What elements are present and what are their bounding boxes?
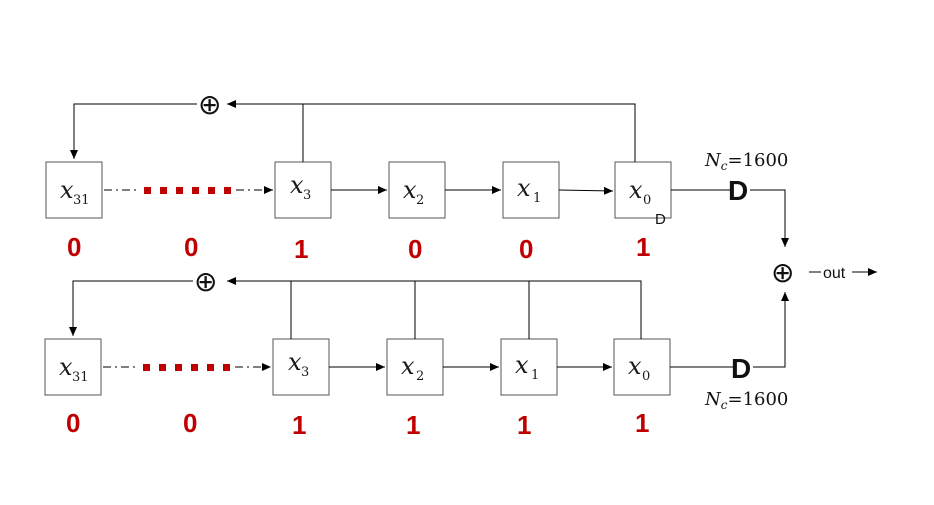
svg-text:x: x [60, 176, 74, 204]
top-feedback-x0 [227, 100, 636, 162]
bottom-feedback-x0 [227, 277, 642, 339]
bottom-cell-x2: x 2 [386, 338, 444, 396]
top-cell-x2: x 2 [388, 161, 446, 219]
bottom-feedback-to-x31 [69, 280, 193, 336]
svg-text:x: x [515, 351, 529, 379]
top-feedback-to-x31 [70, 103, 197, 159]
top-cell-x31: x 31 [45, 161, 103, 219]
bottom-line-to-xor [753, 292, 789, 368]
bottom-bit-x3: 1 [292, 410, 306, 440]
svg-text:x: x [401, 352, 415, 380]
top-bit-x1: 0 [519, 234, 533, 264]
top-bit-x3: 1 [294, 234, 308, 264]
bottom-cell-x0: x 0 [613, 338, 671, 396]
svg-text:2: 2 [416, 369, 424, 384]
output-label: out [823, 265, 846, 282]
svg-text:x: x [290, 171, 304, 199]
svg-text:3: 3 [301, 365, 309, 380]
bottom-nc-label: Nc=1600 [704, 389, 788, 412]
bottom-register: x 31 x 3 x 2 x 1 x 0 [44, 265, 789, 440]
top-cell-x0: x 0 D [614, 161, 672, 228]
svg-text:x: x [403, 176, 417, 204]
svg-text:31: 31 [73, 193, 90, 208]
top-xor: ⊕ [198, 88, 221, 121]
top-bit-x0: 1 [636, 232, 650, 262]
bottom-bit-x0: 1 [635, 408, 649, 438]
svg-text:1: 1 [531, 368, 539, 383]
svg-text:x: x [628, 352, 642, 380]
svg-text:x: x [288, 348, 302, 376]
top-bit-gap: 0 [184, 232, 198, 262]
svg-text:0: 0 [642, 369, 650, 384]
bottom-red-dots [143, 364, 230, 371]
top-delay: D [728, 175, 748, 206]
bottom-bit-gap: 0 [183, 408, 197, 438]
svg-text:3: 3 [303, 188, 311, 203]
svg-text:x: x [517, 174, 531, 202]
top-x0-extra-label: D [655, 211, 666, 228]
top-bit-x31: 0 [67, 232, 81, 262]
top-cell-x3: x 3 [274, 161, 332, 219]
top-cell-x1: x 1 [502, 161, 560, 219]
bottom-cell-x1: x 1 [500, 338, 558, 396]
svg-text:1: 1 [533, 191, 541, 206]
svg-text:x: x [59, 353, 73, 381]
bottom-bit-x31: 0 [66, 408, 80, 438]
top-register: x 31 x 3 x 2 x 1 x 0 D [45, 88, 789, 264]
top-arrow-x1-x0 [558, 186, 614, 195]
svg-text:x: x [629, 176, 643, 204]
output-xor: ⊕ [771, 256, 794, 289]
bottom-bit-x2: 1 [406, 410, 420, 440]
bottom-cell-x3: x 3 [272, 338, 330, 396]
bottom-delay: D [731, 353, 751, 384]
top-bit-x2: 0 [408, 234, 422, 264]
svg-text:31: 31 [72, 370, 89, 385]
svg-text:0: 0 [643, 193, 651, 208]
svg-text:2: 2 [416, 193, 424, 208]
top-line-to-xor [750, 189, 789, 247]
top-nc-label: Nc=1600 [704, 150, 788, 173]
bottom-bit-x1: 1 [517, 410, 531, 440]
bottom-cell-x31: x 31 [44, 338, 102, 396]
bottom-xor: ⊕ [194, 265, 217, 298]
top-red-dots [144, 187, 231, 194]
